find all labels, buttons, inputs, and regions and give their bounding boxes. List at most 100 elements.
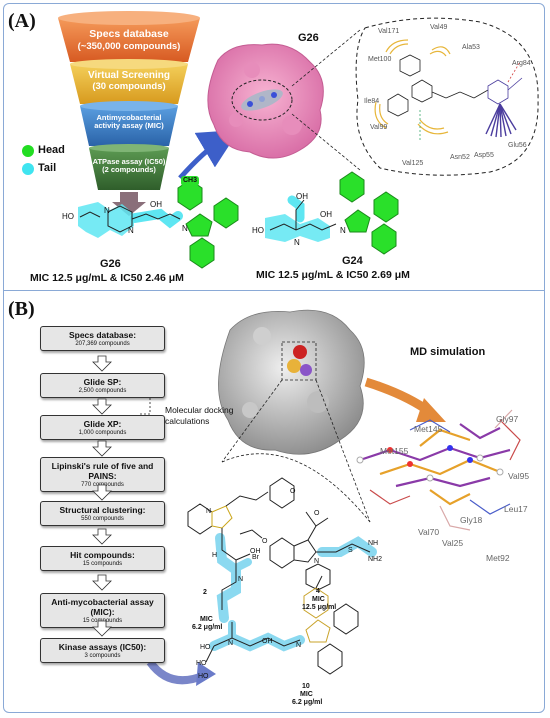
- atom-label-n: N: [104, 206, 110, 215]
- atom-label-n: N: [314, 558, 320, 565]
- compound-4-structure: [239, 511, 377, 591]
- compound-g26-name: G26: [100, 258, 121, 270]
- md-simulation-title: MD simulation: [410, 346, 486, 358]
- tail-legend-dot: [22, 163, 34, 175]
- flow-step-glide-xp: Glide XP: 1,000 compounds: [40, 415, 165, 440]
- funnel-layer-4: [89, 148, 169, 190]
- flow-step-title: Lipinski's rule of five and PAINS:: [51, 461, 154, 481]
- compound-4-id: 4: [316, 588, 320, 595]
- panel-b-letter: (B): [8, 298, 35, 320]
- atom-label-ho: HO: [62, 212, 74, 221]
- funnel-layer-1: [58, 18, 200, 62]
- flow-step-title: Glide SP:: [83, 377, 122, 387]
- flow-step-sub: 550 compounds: [81, 516, 124, 522]
- atom-label-oh: OH: [262, 638, 273, 645]
- flow-step-sub: 2,500 compounds: [78, 388, 127, 394]
- flow-step-kinase: Kinase assays (IC50): 3 compounds: [40, 638, 165, 663]
- md-residues: [369, 409, 521, 531]
- atom-label-oh: OH: [150, 200, 162, 209]
- atom-label-oh: OH: [320, 210, 332, 219]
- flow-step-title: Hit compounds:: [70, 550, 135, 560]
- compound-4-mic: 12.5 μg/ml: [302, 604, 337, 611]
- pocket-circle: [231, 79, 293, 121]
- md-residue-label: Met145: [414, 424, 443, 434]
- md-atoms: [356, 445, 504, 482]
- flow-arrows: [92, 355, 112, 637]
- atom-label-oh: OH: [296, 192, 308, 201]
- flow-step-title: Glide XP:: [83, 419, 122, 429]
- md-residue-label: Val25: [442, 538, 464, 548]
- funnel-layer-3: [80, 106, 178, 146]
- md-simulation-ligand: [359, 423, 511, 506]
- binding-site-box: [281, 341, 317, 381]
- atom-label-ho: HO: [252, 226, 264, 235]
- funnel-step-4-title: ATPase assay (IC50): [92, 157, 166, 166]
- compound-g24-activity: MIC 12.5 μg/mL & IC50 2.69 μM: [256, 269, 410, 281]
- flow-step-clustering: Structural clustering: 550 compounds: [40, 501, 165, 526]
- panel-divider: [3, 290, 545, 291]
- atom-label-n: N: [294, 238, 300, 247]
- panel-a-graphics: [22, 11, 539, 269]
- legend-tail-label: Tail: [38, 162, 57, 174]
- docking-note: Molecular docking calculations: [165, 405, 234, 427]
- compound-4-mic-label: MIC: [312, 596, 325, 603]
- residue-label: Val99: [370, 124, 388, 131]
- flow-step-lipinski: Lipinski's rule of five and PAINS: 770 c…: [40, 457, 165, 492]
- md-residue-label: Gly18: [460, 515, 483, 525]
- methyl-label: CH3: [183, 177, 198, 184]
- atom-label-s: S: [348, 547, 353, 554]
- flow-step-title: Anti-mycobacterial assay (MIC):: [51, 597, 154, 617]
- compound-10-mic: 6.2 μg/ml: [292, 699, 323, 706]
- compound-2-mic-label: MIC: [200, 616, 213, 623]
- atom-label-n: N: [296, 642, 302, 649]
- head-legend-dot: [22, 145, 34, 157]
- funnel-step-3-title: Antimycobacterial: [96, 113, 162, 122]
- compound-g26-activity: MIC 12.5 μg/mL & IC50 2.46 μM: [30, 272, 184, 284]
- flow-step-sub: 1,000 compounds: [78, 430, 127, 436]
- residue-label: Asp55: [474, 152, 494, 159]
- funnel-to-protein-arrow: [178, 129, 240, 180]
- atom-label-nh2: NH2: [368, 556, 383, 563]
- compound-10-structure: [205, 575, 359, 675]
- flow-step-specs: Specs database: 207,369 compounds: [40, 326, 165, 351]
- flow-step-sub: 15 compounds: [82, 561, 123, 567]
- residue-label: Val171: [378, 28, 400, 35]
- flow-down-arrow: [92, 355, 112, 372]
- atom-label-oh: OH: [250, 548, 261, 555]
- atom-label-n: N: [206, 508, 212, 515]
- funnel-step-1: Specs database (~350,000 compounds): [62, 28, 196, 52]
- md-arrow: [364, 377, 433, 416]
- atom-label-nh: NH: [368, 540, 379, 547]
- flow-down-arrow: [92, 398, 112, 415]
- atom-label-ho: HO: [198, 673, 209, 680]
- atom-label-n: N: [228, 640, 234, 647]
- compound-g24-name: G24: [342, 255, 363, 267]
- figure-frame: [3, 3, 545, 713]
- compound-10-mic-label: MIC: [300, 691, 313, 698]
- funnel-step-2: Virtual Screening (30 compounds): [74, 70, 184, 92]
- flow-down-arrow: [92, 528, 112, 545]
- atom-label-br: Br: [252, 554, 259, 561]
- residue-label: Arg84: [512, 60, 531, 67]
- md-residue-label: Met92: [486, 553, 510, 563]
- flow-step-title: Specs database:: [68, 330, 137, 340]
- compound-2-mic: 6.2 μg/ml: [192, 624, 223, 631]
- funnel-step-2-sub: (30 compounds): [92, 81, 166, 92]
- residue-label: Glu56: [508, 142, 527, 149]
- residue-label: Ile84: [364, 98, 380, 105]
- atom-label-o: O: [290, 488, 296, 495]
- residue-label: Val125: [402, 160, 424, 167]
- atom-label-ho: HO: [196, 660, 207, 667]
- residue-label: Ala53: [462, 44, 480, 51]
- funnel-step-2-title: Virtual Screening: [87, 70, 171, 81]
- interaction-2d-ligand: [387, 54, 523, 117]
- md-residue-label: Val70: [418, 527, 440, 537]
- residue-label: Met100: [368, 56, 392, 63]
- flow-step-sub: 3 compounds: [84, 653, 121, 659]
- flow-down-arrow: [92, 620, 112, 637]
- funnel-step-3-sub: activity assay (MIC): [94, 121, 164, 131]
- atom-label-o: O: [262, 538, 268, 545]
- funnel-layer-2: [70, 64, 188, 104]
- atom-label-n: N: [340, 226, 346, 235]
- funnel-step-1-sub: (~350,000 compounds): [77, 40, 181, 52]
